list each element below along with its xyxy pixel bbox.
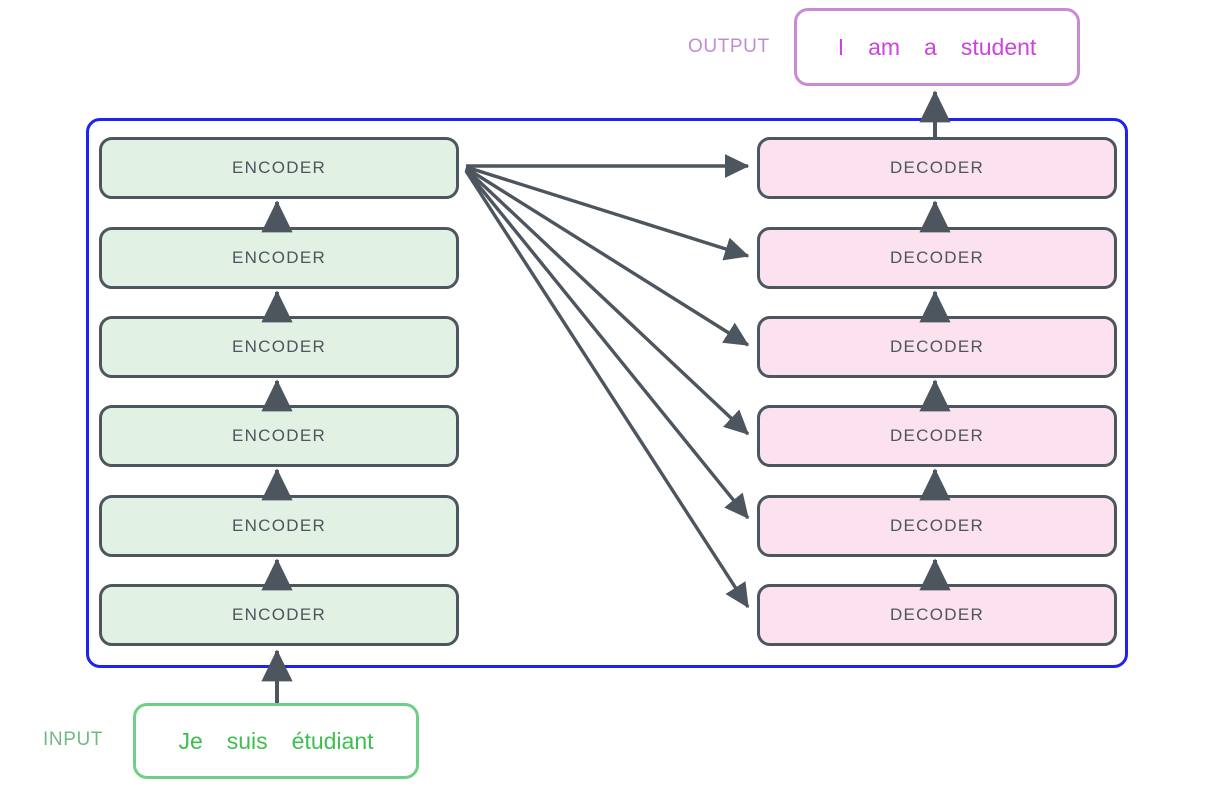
encoder-block-5-label: ENCODER [231, 516, 327, 535]
decoder-block-2: DECODER [757, 227, 1117, 289]
output-token-2: a [924, 33, 937, 60]
output-token-row: I am a student [826, 34, 1049, 61]
encoder-block-4-label: ENCODER [231, 426, 327, 445]
decoder-block-5: DECODER [757, 495, 1117, 557]
decoder-block-4: DECODER [757, 405, 1117, 467]
input-token-0: Je [178, 727, 203, 754]
output-token-3: student [960, 33, 1037, 60]
output-token-1: am [868, 33, 901, 60]
input-label: INPUT [43, 729, 103, 750]
encoder-block-2-label: ENCODER [231, 248, 327, 267]
input-token-2: étudiant [291, 727, 374, 754]
input-token-box: Je suis étudiant [133, 703, 419, 779]
model-container-outline [86, 118, 1128, 668]
decoder-block-2-label: DECODER [889, 248, 985, 267]
output-token-0: I [837, 33, 845, 60]
encoder-block-1-label: ENCODER [231, 158, 327, 177]
encoder-block-3-label: ENCODER [231, 337, 327, 356]
decoder-block-5-label: DECODER [889, 516, 985, 535]
output-label: OUTPUT [688, 36, 770, 57]
decoder-block-3-label: DECODER [889, 337, 985, 356]
encoder-block-1: ENCODER [99, 137, 459, 199]
encoder-block-6: ENCODER [99, 584, 459, 646]
encoder-block-3: ENCODER [99, 316, 459, 378]
encoder-block-2: ENCODER [99, 227, 459, 289]
encoder-block-4: ENCODER [99, 405, 459, 467]
encoder-block-6-label: ENCODER [231, 605, 327, 624]
decoder-block-6: DECODER [757, 584, 1117, 646]
decoder-block-1-label: DECODER [889, 158, 985, 177]
decoder-block-3: DECODER [757, 316, 1117, 378]
decoder-block-6-label: DECODER [889, 605, 985, 624]
decoder-block-1: DECODER [757, 137, 1117, 199]
output-token-box: I am a student [794, 8, 1080, 86]
input-token-1: suis [226, 727, 268, 754]
encoder-block-5: ENCODER [99, 495, 459, 557]
input-token-row: Je suis étudiant [166, 728, 385, 755]
decoder-block-4-label: DECODER [889, 426, 985, 445]
